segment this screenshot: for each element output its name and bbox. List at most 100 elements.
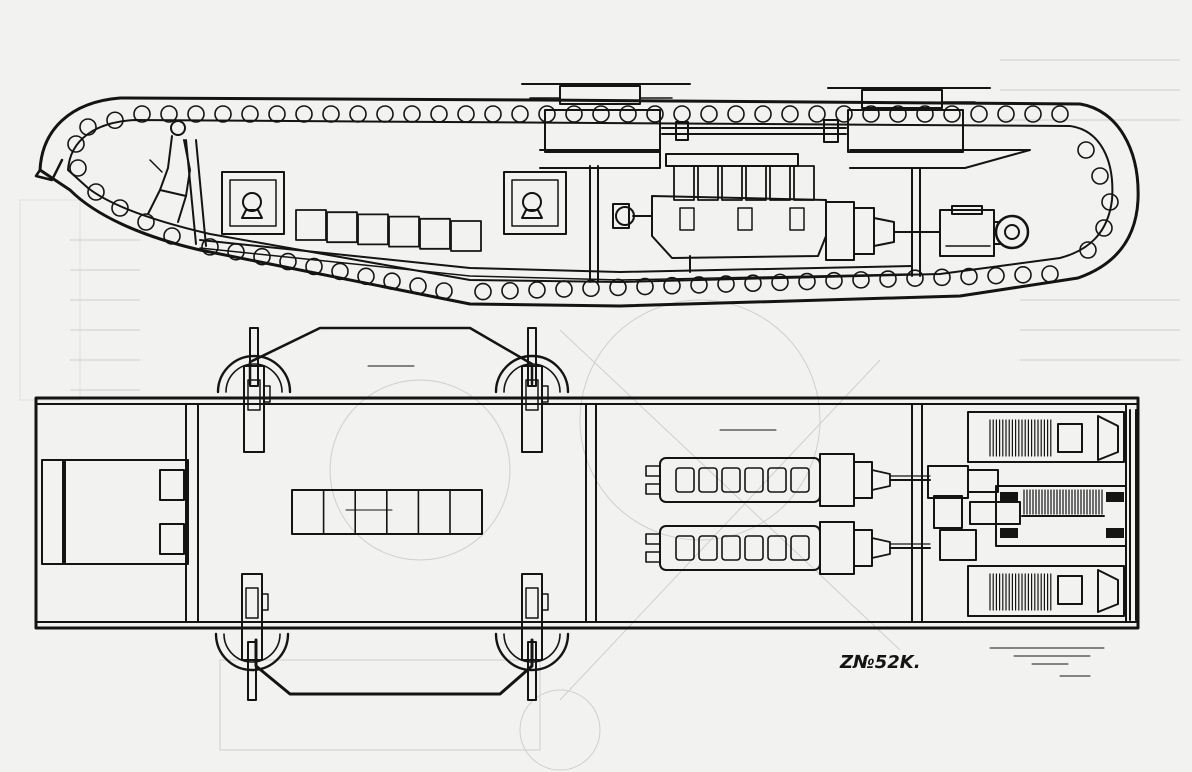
track-roller: [933, 268, 951, 287]
track-roller: [771, 273, 789, 292]
stowage-box: [419, 217, 451, 250]
track-roller: [137, 213, 155, 231]
track-roller: [484, 105, 502, 123]
track-roller: [538, 105, 556, 123]
stowage-box: [295, 209, 327, 241]
track-roller: [133, 105, 151, 123]
track-roller: [305, 257, 323, 276]
track-roller: [322, 105, 340, 123]
engine-cylinder: [745, 165, 767, 201]
track-roller: [1041, 265, 1059, 283]
track-roller: [852, 271, 870, 289]
track-roller: [700, 105, 718, 123]
track-roller: [187, 105, 205, 123]
track-roller: [916, 105, 934, 123]
bleed-through-background: [19, 59, 1180, 771]
driver-figure: [147, 120, 191, 223]
track-roller: [67, 135, 85, 153]
bulkhead-front-2: [195, 139, 207, 247]
sponson-outline-top: [248, 326, 534, 386]
sponson-outline-bottom: [254, 638, 534, 696]
track-roller: [1091, 167, 1109, 185]
track-roller: [970, 105, 988, 123]
track-roller: [619, 105, 637, 123]
track-roller: [528, 281, 546, 299]
track-roller: [435, 282, 453, 300]
sponson-housing-rear: [847, 109, 964, 153]
track-roller: [430, 105, 448, 123]
side-door-front: [221, 171, 285, 235]
track-roller: [646, 105, 664, 123]
track-roller: [987, 266, 1005, 285]
stowage-box: [388, 215, 420, 248]
track-roller: [727, 105, 745, 123]
track-roller: [160, 105, 178, 123]
side-door-rear: [503, 171, 567, 235]
track-roller: [781, 105, 799, 123]
drawing-number-label: Z№52K.: [839, 652, 921, 673]
track-roller: [997, 105, 1015, 123]
track-rollers: [67, 105, 1119, 301]
track-roller: [825, 271, 843, 290]
driver-compartment-plan: [41, 459, 189, 565]
track-roller: [376, 105, 394, 123]
track-roller: [1095, 219, 1113, 237]
rear-drive-side: [939, 205, 1030, 257]
track-roller: [79, 118, 97, 136]
sponson-gun: [214, 573, 290, 701]
track-roller: [241, 105, 259, 123]
track-roller: [1014, 266, 1032, 284]
track-roller: [409, 277, 427, 295]
track-roller: [879, 270, 897, 288]
roof-hatch-front: [521, 83, 691, 105]
engine-cylinder: [793, 165, 815, 201]
track-roller: [663, 276, 681, 295]
front-horn: [34, 158, 64, 182]
track-roller: [565, 105, 583, 123]
track-roller: [960, 267, 978, 286]
track-roller: [798, 272, 816, 291]
track-roller: [690, 276, 708, 294]
track-roller: [835, 105, 853, 123]
sponson-housing-front: [544, 109, 661, 153]
drive-shaft: [661, 119, 847, 143]
stowage-box: [450, 220, 482, 252]
track-roller: [457, 105, 475, 123]
engine-side: [612, 153, 827, 273]
track-roller: [214, 105, 232, 123]
floor-line-lower: [199, 247, 913, 281]
twin-engines-plan: [645, 453, 931, 575]
track-roller: [357, 267, 375, 286]
track-roller: [1077, 141, 1095, 159]
track-roller: [511, 105, 529, 123]
track-roller: [754, 105, 772, 123]
track-roller: [555, 280, 573, 298]
track-roller: [383, 272, 401, 290]
tiny-annotations: [345, 365, 1105, 677]
track-roller: [808, 105, 826, 123]
track-roller: [592, 105, 610, 123]
track-roller: [253, 247, 271, 266]
plan-view: [34, 326, 1140, 701]
hull-outline-side: [38, 96, 1140, 308]
track-roller: [862, 105, 880, 123]
engine-cylinder: [721, 165, 743, 201]
sponson-guns: [214, 327, 570, 701]
track-roller: [889, 105, 907, 123]
track-roller: [636, 277, 654, 296]
track-roller: [349, 105, 367, 123]
side-elevation-view: [34, 83, 1140, 308]
track-roller: [474, 282, 492, 301]
track-roller: [1101, 193, 1119, 211]
track-roller: [906, 269, 924, 287]
roof-hatch-rear: [827, 87, 991, 109]
gearbox-side: [825, 201, 941, 261]
track-roller: [69, 159, 87, 177]
sponson-gun: [494, 327, 570, 453]
track-roller: [744, 274, 762, 293]
stowage-box: [357, 213, 389, 246]
stowage-box: [326, 211, 358, 244]
stowage-boxes-plan: [291, 489, 483, 535]
stowage-boxes-side: [295, 209, 482, 252]
